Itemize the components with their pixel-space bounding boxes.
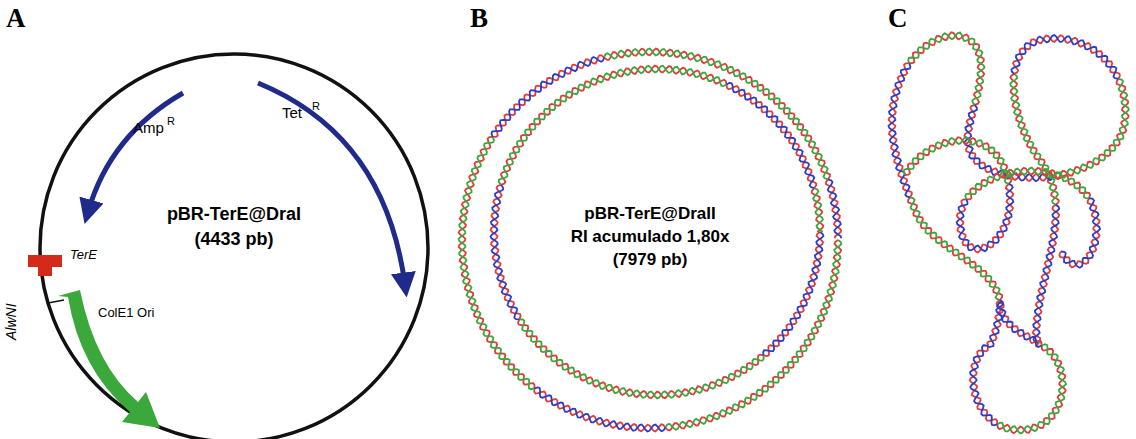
dna-strand: [491, 185, 520, 319]
dna-strand: [665, 240, 841, 430]
dna-strand: [1033, 205, 1059, 343]
dna-strand: [459, 137, 535, 389]
dna-strand: [604, 49, 828, 180]
dna-helix-catenane: [889, 32, 1129, 433]
dna-strand: [813, 188, 823, 232]
dna-strand: [828, 179, 842, 238]
dna-strand: [519, 319, 763, 398]
alwni-tick: [48, 300, 64, 303]
dna-strand: [1012, 35, 1119, 79]
ampr-gene-arrow: [88, 93, 183, 212]
panel-letter: B: [470, 4, 488, 34]
dna-strand: [997, 302, 1042, 348]
dna-strand: [970, 300, 1066, 433]
plasmid-name: pBR-TerE@DraII: [584, 205, 716, 224]
cole1-ori-arrow: [58, 290, 160, 428]
tere-site: [28, 255, 62, 267]
dna-strand: [965, 168, 1089, 200]
dna-strand: [904, 137, 1010, 184]
restriction-site-label: AlwNI: [4, 303, 19, 340]
dna-strand: [889, 63, 911, 197]
dna-strand: [970, 300, 1003, 425]
dna-strand: [491, 66, 824, 399]
dna-strand: [905, 137, 1100, 267]
dna-strand: [908, 33, 984, 105]
tere-site: [38, 266, 52, 276]
origin-label: ColE1 Ori: [98, 306, 154, 320]
dna-strand: [1054, 79, 1129, 178]
plasmid-size: (7979 pb): [613, 251, 688, 270]
gene-superscript: R: [312, 100, 320, 112]
dna-strand: [957, 184, 1014, 251]
plasmid-name: pBR-TerE@DraI: [167, 205, 301, 225]
dna-strand: [997, 344, 1066, 433]
dna-strand: [889, 32, 1129, 346]
tetr-gene-arrow: [258, 83, 405, 285]
gene-label: Tet: [282, 105, 302, 122]
site-label: TerE: [70, 248, 97, 262]
dna-strand: [727, 83, 815, 188]
dna-helix-dimer: [459, 49, 842, 432]
panel-letter: A: [6, 4, 26, 34]
plasmid-circle: [40, 54, 428, 439]
dna-strand: [1010, 74, 1058, 205]
gene-superscript: R: [167, 115, 175, 127]
dna-strand: [459, 49, 842, 432]
dna-strand: [499, 66, 727, 185]
dna-strand: [1061, 198, 1100, 267]
dna-strand: [492, 57, 605, 137]
dna-strand: [763, 232, 823, 355]
gene-label: Amp: [133, 120, 164, 137]
panel-letter: C: [888, 4, 908, 34]
plasmid-size: (4433 pb): [194, 230, 273, 250]
replication-note: RI acumulado 1,80x: [571, 228, 730, 247]
